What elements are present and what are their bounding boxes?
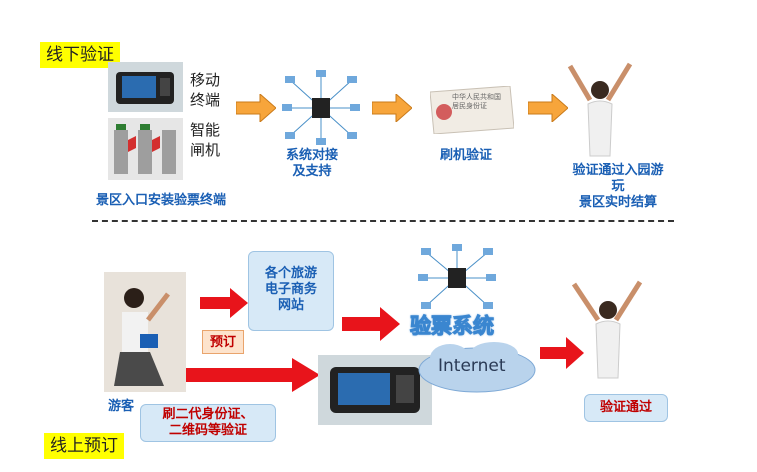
verify-method-label: 刷二代身份证、 二维码等验证: [162, 407, 254, 438]
pass-caption: 验证通过入园游 玩 景区实时结算: [572, 163, 664, 210]
device-label-gate: 智能 闸机: [190, 121, 221, 159]
book-badge: 预订: [202, 330, 244, 354]
verify-pass-box: 验证通过: [584, 394, 668, 422]
mobile-terminal-label: 移动 终端: [190, 70, 220, 110]
section-divider: [92, 220, 674, 222]
id-card-image: [429, 85, 515, 135]
arrow-right-icon: [342, 307, 400, 341]
arrow-right-icon: [528, 94, 568, 122]
install-caption: 景区入口安装验票终端: [96, 193, 227, 208]
tourist-label: 游客: [108, 399, 135, 414]
book-label: 预订: [209, 335, 236, 350]
mobile-terminal-image: [108, 62, 183, 112]
arrow-right-icon: [236, 94, 276, 122]
verify-pass-label: 验证通过: [599, 400, 652, 415]
arrow-right-icon: [200, 288, 248, 318]
ticket-system-label: 验票系统: [410, 314, 495, 339]
offline-section-label: 线下验证: [40, 42, 120, 68]
arrow-right-icon: [186, 358, 320, 392]
mobile-terminal-image: [318, 355, 432, 425]
id-card-text: 中华人民共和国 居民身份证: [452, 93, 501, 110]
network-hub-image: [418, 244, 496, 314]
swipe-caption: 刷机验证: [440, 148, 493, 163]
smart-gate-image: [108, 118, 183, 180]
system-caption: 系统对接 及支持: [286, 148, 339, 179]
ecommerce-sites-label: 各个旅游 电子商务 网站: [264, 266, 317, 313]
internet-label: Internet: [438, 356, 506, 376]
ecommerce-sites-box: 各个旅游 电子商务 网站: [248, 251, 334, 331]
device-label-mobile: 移动 终端: [190, 71, 221, 109]
network-hub-image: [282, 70, 360, 146]
online-section-label: 线上预订: [44, 433, 124, 459]
arrow-right-icon: [372, 94, 412, 122]
smart-gate-label: 智能 闸机: [190, 120, 220, 160]
verify-method-box: 刷二代身份证、 二维码等验证: [140, 404, 276, 442]
cheering-person-image: [566, 278, 650, 382]
cheering-person-image: [560, 60, 640, 160]
internet-cloud: [416, 340, 538, 396]
arrow-right-icon: [540, 337, 584, 369]
tourist-image: [104, 272, 186, 392]
